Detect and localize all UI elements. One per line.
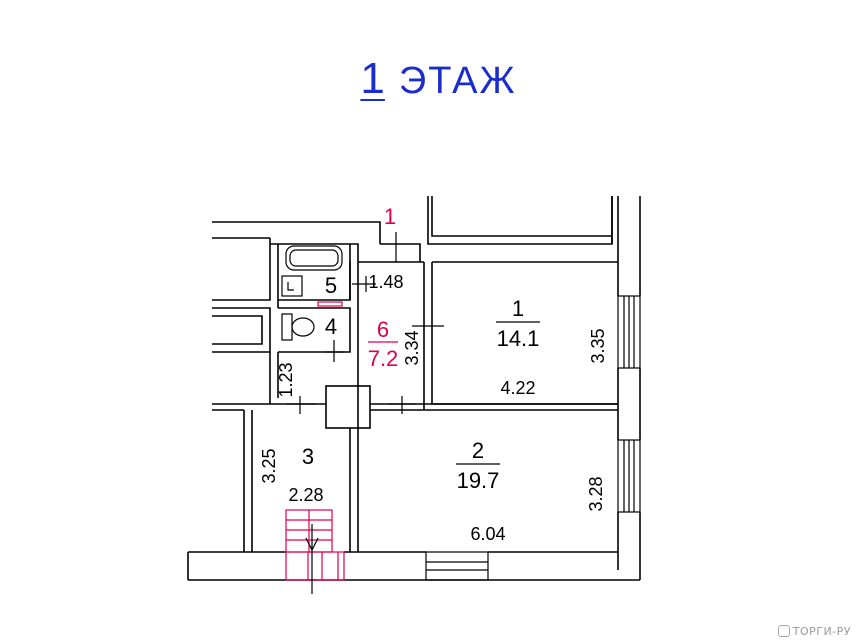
watermark: ТОРГИ-РУ xyxy=(777,625,851,638)
logo-icon xyxy=(777,625,790,637)
room-3-number: 3 xyxy=(302,444,314,469)
dim-2-28: 2.28 xyxy=(288,485,323,505)
floor-number: 1 xyxy=(360,54,385,103)
watermark-text: ТОРГИ-РУ xyxy=(792,625,851,638)
door-marks xyxy=(286,232,540,465)
toilet-icon xyxy=(281,313,315,341)
dim-6-04: 6.04 xyxy=(470,524,505,544)
dim-1-23: 1.23 xyxy=(276,362,296,397)
room-6-area: 7.2 xyxy=(368,346,399,371)
bathtub-icon xyxy=(285,245,343,271)
staircase-icon xyxy=(285,301,345,581)
room-5-number: 5 xyxy=(325,273,337,298)
room-2-number: 2 xyxy=(472,438,484,463)
room-1-number: 1 xyxy=(512,296,524,321)
stair-arrow-icon xyxy=(305,524,319,594)
dim-3-25: 3.25 xyxy=(259,448,279,483)
room-2-area: 19.7 xyxy=(457,468,500,493)
sink-icon xyxy=(281,275,303,297)
entrance-marker: 1 xyxy=(384,204,396,229)
shaft-column xyxy=(325,385,371,429)
dim-4-22: 4.22 xyxy=(500,378,535,398)
dim-3-34: 3.34 xyxy=(402,330,422,365)
dim-3-35: 3.35 xyxy=(588,328,608,363)
room-4-number: 4 xyxy=(325,314,337,339)
windows xyxy=(425,295,641,581)
room-1-area: 14.1 xyxy=(497,326,540,351)
dim-3-28: 3.28 xyxy=(586,476,606,511)
dim-1-48: 1.48 xyxy=(368,272,403,292)
floor-title: 1 ЭТАЖ xyxy=(0,54,859,104)
walls xyxy=(187,196,641,581)
room-6-number: 6 xyxy=(377,317,389,342)
floor-word: ЭТАЖ xyxy=(398,60,517,102)
